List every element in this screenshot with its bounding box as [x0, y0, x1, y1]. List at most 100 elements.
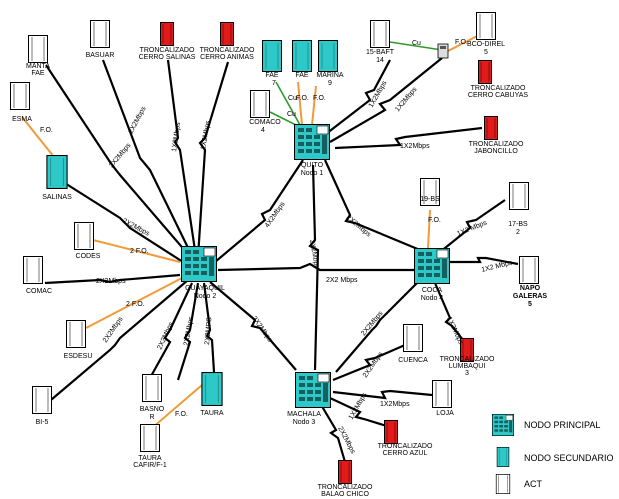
label-machala: MACHALA — [287, 411, 321, 418]
node-act-loja[interactable] — [432, 380, 452, 408]
fiber-esma-salinas — [21, 116, 59, 163]
label-bco: BCO-DIREL — [467, 41, 505, 48]
node-secondary-salinas[interactable] — [46, 155, 68, 189]
label-t-animas: TRONCALIZADO — [200, 47, 255, 54]
node-principal-coca[interactable] — [414, 248, 450, 284]
label-basuar: BASUAR — [86, 52, 115, 59]
node-troncal-jaboncillo[interactable] — [484, 116, 498, 140]
node-act-tauracafir[interactable] — [140, 424, 160, 452]
label-comac: COMAC — [26, 288, 52, 295]
link-guayaquil-quito — [214, 159, 304, 263]
label-marina-sub: 9 — [328, 80, 332, 87]
label-guayaquil: GUAYAQUIL — [185, 285, 225, 292]
node-troncal-salinas[interactable] — [160, 22, 174, 46]
node-act-bi5[interactable] — [32, 386, 52, 414]
link-quito-bco — [329, 57, 443, 143]
node-troncal-animas[interactable] — [220, 22, 234, 46]
label-bs17-sub: 2 — [516, 229, 520, 236]
node-secondary-fae[interactable] — [292, 40, 312, 72]
link-label-gq-quito: 4X2Mbps — [264, 200, 287, 229]
fiber-tauracafir-taura — [151, 384, 203, 429]
node-act-codes[interactable] — [74, 222, 94, 250]
link-label-bs17: 1X2 Mbps — [456, 219, 488, 237]
label-t-azul: TRONCALIZADO — [378, 443, 433, 450]
copper-bft-bco — [389, 41, 443, 51]
label-t-cabuyas: TRONCALIZADO — [471, 85, 526, 92]
label-t-animas-sub: CERRO ANIMAS — [200, 54, 254, 61]
fo-label-bs19: F.O. — [428, 217, 441, 224]
fo-label-esdesu: 2 F.O. — [126, 301, 145, 308]
node-troncal-azul[interactable] — [384, 420, 398, 444]
fiber-esdesu-guayaquil — [85, 277, 183, 329]
link-machala-tbalao — [319, 402, 347, 463]
label-coca-sub: Nodo 4 — [421, 295, 444, 302]
node-secondary-fae7[interactable] — [262, 40, 282, 72]
fo-label-codes: 2 F.O. — [130, 248, 149, 255]
node-secondary-taura[interactable] — [201, 372, 223, 406]
label-machala-sub: Nodo 3 — [293, 419, 316, 426]
node-secondary-marina[interactable] — [318, 40, 338, 72]
node-principal-quito[interactable] — [294, 124, 330, 160]
label-tauracafir: TAURA — [138, 455, 162, 462]
link-guayaquil-basuar — [101, 59, 194, 259]
label-bco-sub: 5 — [484, 49, 488, 56]
link-guayaquil-tanimas — [196, 61, 230, 258]
label-fae: FAE — [295, 72, 309, 79]
link-quito-machala — [308, 164, 320, 371]
node-act-esdesu[interactable] — [66, 320, 86, 348]
label-napo: NAPO — [520, 285, 541, 292]
node-act-esma[interactable] — [10, 82, 30, 110]
label-quito: QUITO — [301, 162, 324, 169]
link-label-salinas: 2X2Mbps — [121, 218, 151, 238]
label-bs17: 17-BS — [508, 221, 528, 228]
label-manta-sub: FAE — [31, 70, 45, 77]
label-codes: CODES — [76, 253, 101, 260]
label-loja: LOJA — [436, 410, 454, 417]
node-act-cuenca[interactable] — [403, 324, 423, 352]
link-label-loja: 1X2Mbps — [380, 401, 410, 408]
link-machala-loja — [332, 389, 433, 400]
label-salinas: SALINAS — [42, 194, 72, 201]
label-basnor: BASNO — [140, 406, 165, 413]
link-label-tanimas: 1X2Mbps — [200, 120, 212, 151]
link-guayaquil-basnor — [149, 282, 193, 379]
cu-label-bft: Cu — [412, 40, 421, 47]
cu-label-fae7: Cu — [288, 95, 297, 102]
link-guayaquil-bi5 — [44, 279, 189, 406]
legend-label-act: ACT — [524, 479, 543, 489]
node-troncal-cabuyas[interactable] — [478, 60, 492, 84]
node-act-bft[interactable] — [370, 20, 390, 48]
label-bft: 15-BAFT — [366, 49, 395, 56]
fiber-marina-quito — [311, 85, 317, 126]
node-act-basuar[interactable] — [90, 20, 110, 48]
label-t-cabuyas-sub: CERRO CABUYAS — [468, 92, 528, 99]
link-guayaquil-machala — [209, 281, 297, 371]
node-act-basnor[interactable] — [142, 374, 162, 402]
node-act-bs17[interactable] — [509, 182, 529, 210]
node-act-comac[interactable] — [23, 256, 43, 284]
fo-label-taura: F.O. — [175, 411, 188, 418]
label-taura: TAURA — [200, 410, 224, 417]
node-principal-guayaquil[interactable] — [181, 246, 217, 282]
node-act-napo[interactable] — [519, 256, 539, 284]
node-act-bco[interactable] — [476, 12, 496, 40]
link-label-bco: 1X2Mbps — [394, 86, 419, 114]
node-act-comaco[interactable] — [250, 90, 270, 118]
link-coca-bs17 — [439, 199, 506, 253]
fo-label-marina: F.O. — [313, 95, 326, 102]
node-act-manta[interactable] — [28, 35, 48, 63]
label-t-jaboncillo-sub: JABONCILLO — [474, 148, 518, 155]
label-basnor-sub: R — [149, 414, 154, 421]
link-label-taura: 2X2MPS — [204, 317, 213, 345]
node-principal-machala[interactable] — [295, 372, 331, 408]
label-t-salinas: TRONCALIZADO — [140, 47, 195, 54]
link-label-tsalinas: 1X2Mbps — [171, 122, 182, 153]
label-esdesu: ESDESU — [64, 353, 93, 360]
link-label-jaboncillo: 1X2Mbps — [400, 143, 430, 150]
link-coca-machala — [335, 281, 419, 373]
node-troncal-balao[interactable] — [338, 460, 352, 484]
label-napo-sub2: 5 — [528, 301, 532, 308]
fo-label-esma: F.O. — [40, 127, 53, 134]
link-guayaquil-comac — [44, 273, 181, 285]
label-t-lumbaqui-sub2: 3 — [465, 370, 469, 377]
